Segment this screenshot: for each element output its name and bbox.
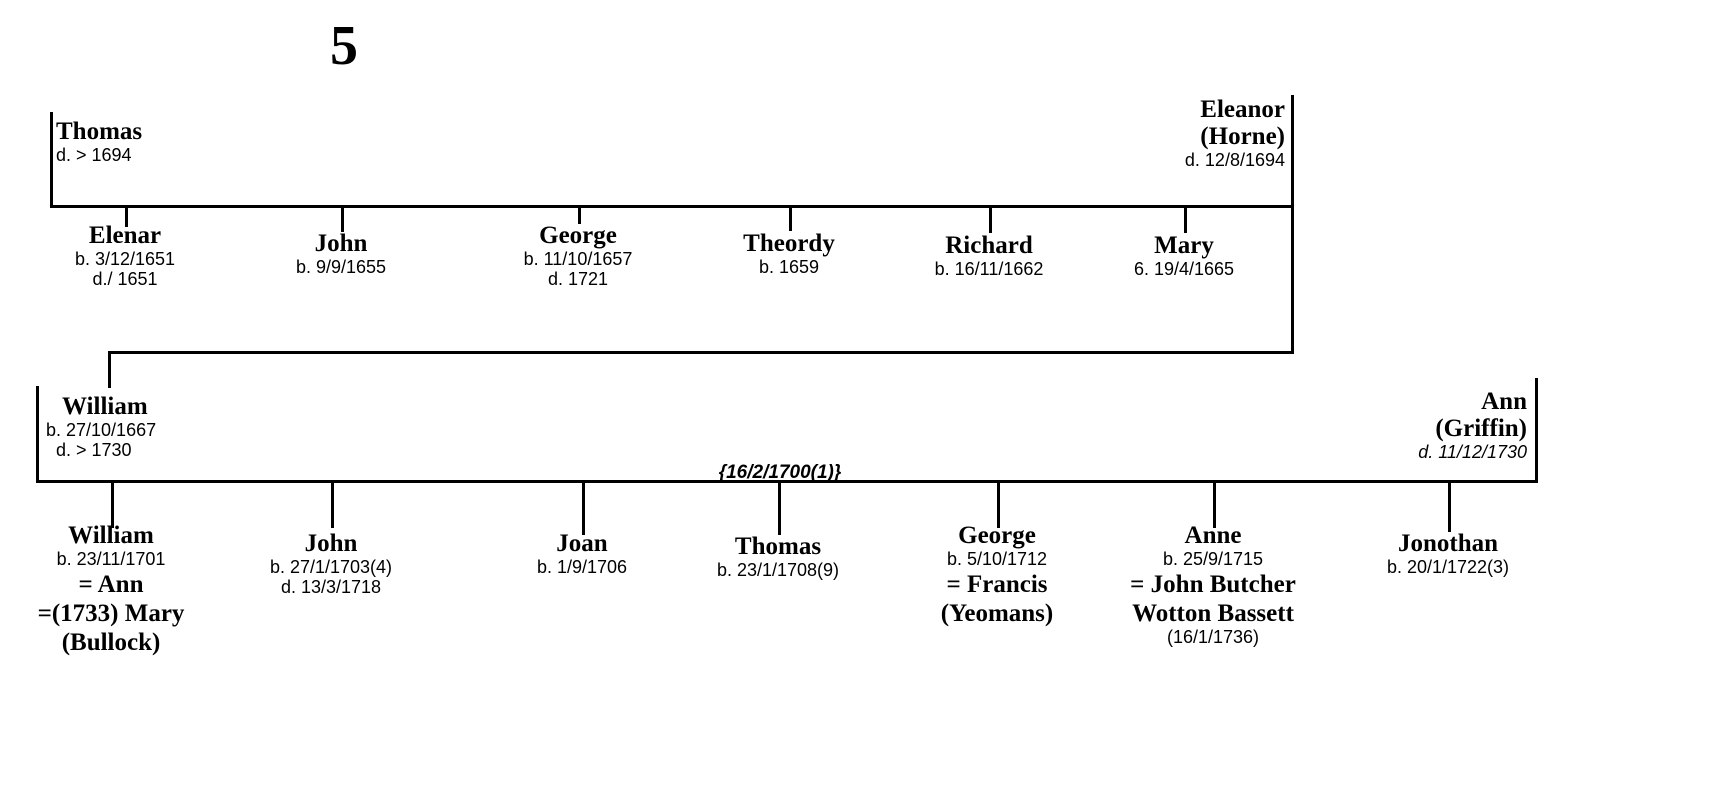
g1-child-stem-george bbox=[578, 205, 581, 224]
person-joan-g3: Joan b. 1/9/1706 bbox=[482, 530, 682, 577]
g1-child-stem-john bbox=[341, 205, 344, 232]
person-name: John bbox=[314, 230, 368, 257]
person-date: b. 16/11/1662 bbox=[934, 259, 1044, 279]
g1-child-stem-theordy bbox=[789, 205, 792, 231]
person-thomas-g3: Thomas b. 23/1/1708(9) bbox=[678, 533, 878, 580]
person-mary-g1: Mary 6. 19/4/1665 bbox=[1084, 232, 1284, 279]
g2-father-stem bbox=[36, 386, 39, 482]
person-date: b. 27/1/1703(4) bbox=[269, 557, 393, 577]
person-maiden-name: (Horne) bbox=[1200, 123, 1285, 150]
person-spouse: (Yeomans) bbox=[940, 600, 1054, 628]
person-jonothan-g3: Jonothan b. 20/1/1722(3) bbox=[1348, 530, 1548, 577]
person-name: Theordy bbox=[743, 230, 835, 257]
generation-link-vertical bbox=[1291, 205, 1294, 353]
generation-link-drop bbox=[108, 351, 111, 388]
person-elenar-g1: Elenar b. 3/12/1651 d./ 1651 bbox=[25, 222, 225, 290]
person-richard-g1: Richard b. 16/11/1662 bbox=[889, 232, 1089, 279]
person-william-g3: William b. 23/11/1701 = Ann =(1733) Mary… bbox=[11, 522, 211, 656]
person-name: Thomas bbox=[56, 118, 143, 145]
person-name: Eleanor bbox=[1200, 96, 1285, 123]
person-john-g1: John b. 9/9/1655 bbox=[241, 230, 441, 277]
person-name: Joan bbox=[556, 530, 608, 557]
person-spouse: Wotton Bassett bbox=[1132, 600, 1294, 628]
person-name: Elenar bbox=[88, 222, 162, 249]
g1-mother-stem bbox=[1291, 95, 1294, 207]
person-spouse: = Francis bbox=[946, 571, 1048, 599]
g2-child-stem-anne bbox=[1213, 480, 1216, 528]
g2-child-stem-george bbox=[997, 480, 1000, 528]
person-name: William bbox=[62, 393, 148, 420]
generation-link-horizontal bbox=[108, 351, 1294, 354]
person-date: d. 12/8/1694 bbox=[1184, 150, 1285, 170]
person-name: John bbox=[304, 530, 358, 557]
g2-mother-stem bbox=[1535, 378, 1538, 482]
page-number: 5 bbox=[330, 15, 358, 77]
person-date: d. > 1730 bbox=[56, 440, 132, 461]
person-date: b. 11/10/1657 bbox=[523, 249, 633, 269]
person-date: b. 27/10/1667 bbox=[46, 420, 157, 440]
g2-child-stem-william bbox=[111, 480, 114, 528]
person-date: b. 1/9/1706 bbox=[536, 557, 628, 577]
person-name: Richard bbox=[945, 232, 1033, 259]
g2-child-stem-joan bbox=[582, 480, 585, 535]
person-date: d. 13/3/1718 bbox=[280, 577, 382, 598]
g1-child-stem-mary bbox=[1184, 205, 1187, 233]
person-spouse: (Bullock) bbox=[61, 629, 161, 657]
person-maiden-name: (Griffin) bbox=[1435, 415, 1527, 442]
person-date: b. 9/9/1655 bbox=[295, 257, 387, 277]
person-name: George bbox=[539, 222, 617, 249]
person-date: b. 5/10/1712 bbox=[946, 549, 1048, 569]
person-name: Mary bbox=[1154, 232, 1214, 259]
person-spouse: =(1733) Mary bbox=[37, 600, 185, 628]
g2-sibling-bar bbox=[36, 480, 1538, 483]
person-ann-griffin-g2: Ann (Griffin) d. 11/12/1730 bbox=[1285, 388, 1527, 462]
person-date: b. 1659 bbox=[758, 257, 820, 277]
marriage-date-note: {16/2/1700(1)} bbox=[718, 462, 842, 483]
person-name: Thomas bbox=[734, 533, 822, 560]
person-marriage-date: (16/1/1736) bbox=[1166, 627, 1260, 648]
person-george-g3: George b. 5/10/1712 = Francis (Yeomans) bbox=[897, 522, 1097, 627]
person-date: b. 20/1/1722(3) bbox=[1386, 557, 1510, 577]
person-date: b. 23/1/1708(9) bbox=[716, 560, 840, 580]
person-spouse: = John Butcher bbox=[1130, 571, 1296, 599]
g1-father-stem bbox=[50, 112, 53, 207]
person-thomas-g1: Thomas d. > 1694 bbox=[56, 118, 286, 165]
person-date: d. 1721 bbox=[547, 269, 609, 290]
person-george-g1: George b. 11/10/1657 d. 1721 bbox=[478, 222, 678, 290]
g1-child-stem-richard bbox=[989, 205, 992, 233]
g1-child-stem-elenar bbox=[125, 205, 128, 227]
person-date: 6. 19/4/1665 bbox=[1133, 259, 1235, 279]
person-name: George bbox=[958, 522, 1036, 549]
person-name: Ann bbox=[1481, 388, 1527, 415]
person-date: d. > 1694 bbox=[56, 145, 132, 165]
person-name: Anne bbox=[1184, 522, 1242, 549]
person-date: d. 11/12/1730 bbox=[1418, 442, 1527, 462]
g1-sibling-bar bbox=[50, 205, 1294, 208]
person-anne-g3: Anne b. 25/9/1715 = John Butcher Wotton … bbox=[1088, 522, 1338, 648]
person-date: d./ 1651 bbox=[92, 269, 158, 290]
person-name: Jonothan bbox=[1397, 530, 1499, 557]
g2-child-stem-thomas bbox=[778, 480, 781, 535]
person-william-g2: William b. 27/10/1667 d. > 1730 bbox=[42, 393, 282, 461]
person-john-g3: John b. 27/1/1703(4) d. 13/3/1718 bbox=[231, 530, 431, 598]
person-spouse: = Ann bbox=[78, 571, 144, 599]
g2-child-stem-john bbox=[331, 480, 334, 528]
person-theordy-g1: Theordy b. 1659 bbox=[689, 230, 889, 277]
person-eleanor-horne-g1: Eleanor (Horne) d. 12/8/1694 bbox=[1041, 96, 1285, 170]
person-date: b. 25/9/1715 bbox=[1162, 549, 1264, 569]
person-date: b. 23/11/1701 bbox=[56, 549, 166, 569]
g2-child-stem-jonothan bbox=[1448, 480, 1451, 532]
person-date: b. 3/12/1651 bbox=[74, 249, 176, 269]
person-name: William bbox=[68, 522, 154, 549]
